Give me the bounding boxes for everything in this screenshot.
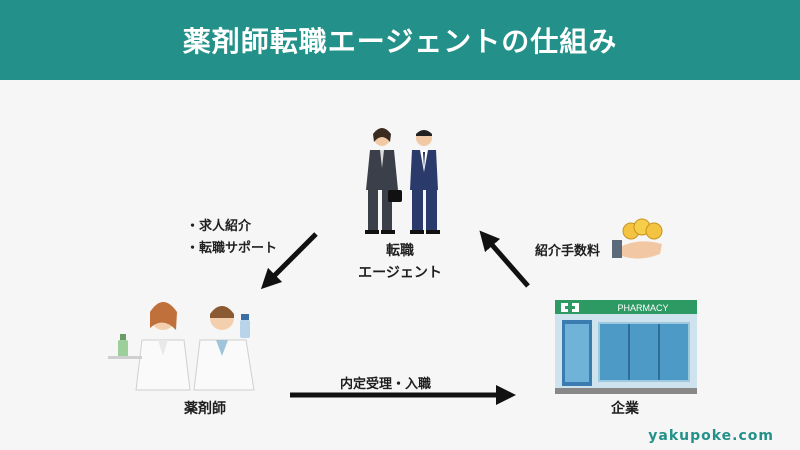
pharmacy-store-illustration: PHARMACY [555, 300, 697, 394]
agent-people-illustration [365, 128, 440, 234]
service-item: ・求人紹介 [186, 219, 252, 234]
site-url: yakupoke.com [648, 428, 774, 444]
title-banner: 薬剤師転職エージェントの仕組み [0, 0, 800, 80]
referral-fee-label: 紹介手数料 [535, 244, 601, 259]
page-title: 薬剤師転職エージェントの仕組み [182, 25, 618, 58]
offer-acceptance-label: 内定受理・入職 [340, 377, 432, 392]
agent-label: 転職 エージェント [330, 240, 470, 284]
arrow-company-to-agent [479, 230, 530, 288]
pharmacy-sign-text: PHARMACY [617, 303, 668, 313]
arrow-agent-to-pharmacist [260, 232, 318, 290]
agent-label-line2: エージェント [358, 265, 442, 281]
agent-label-line1: 転職 [386, 243, 414, 259]
agent-services-list: ・求人紹介 ・転職サポート [186, 216, 277, 260]
pharmacist-label: 薬剤師 [184, 401, 226, 417]
service-item: ・転職サポート [186, 241, 278, 256]
coins-hand-icon [612, 218, 663, 259]
pharmacist-illustration [108, 302, 255, 391]
company-label: 企業 [611, 401, 639, 417]
